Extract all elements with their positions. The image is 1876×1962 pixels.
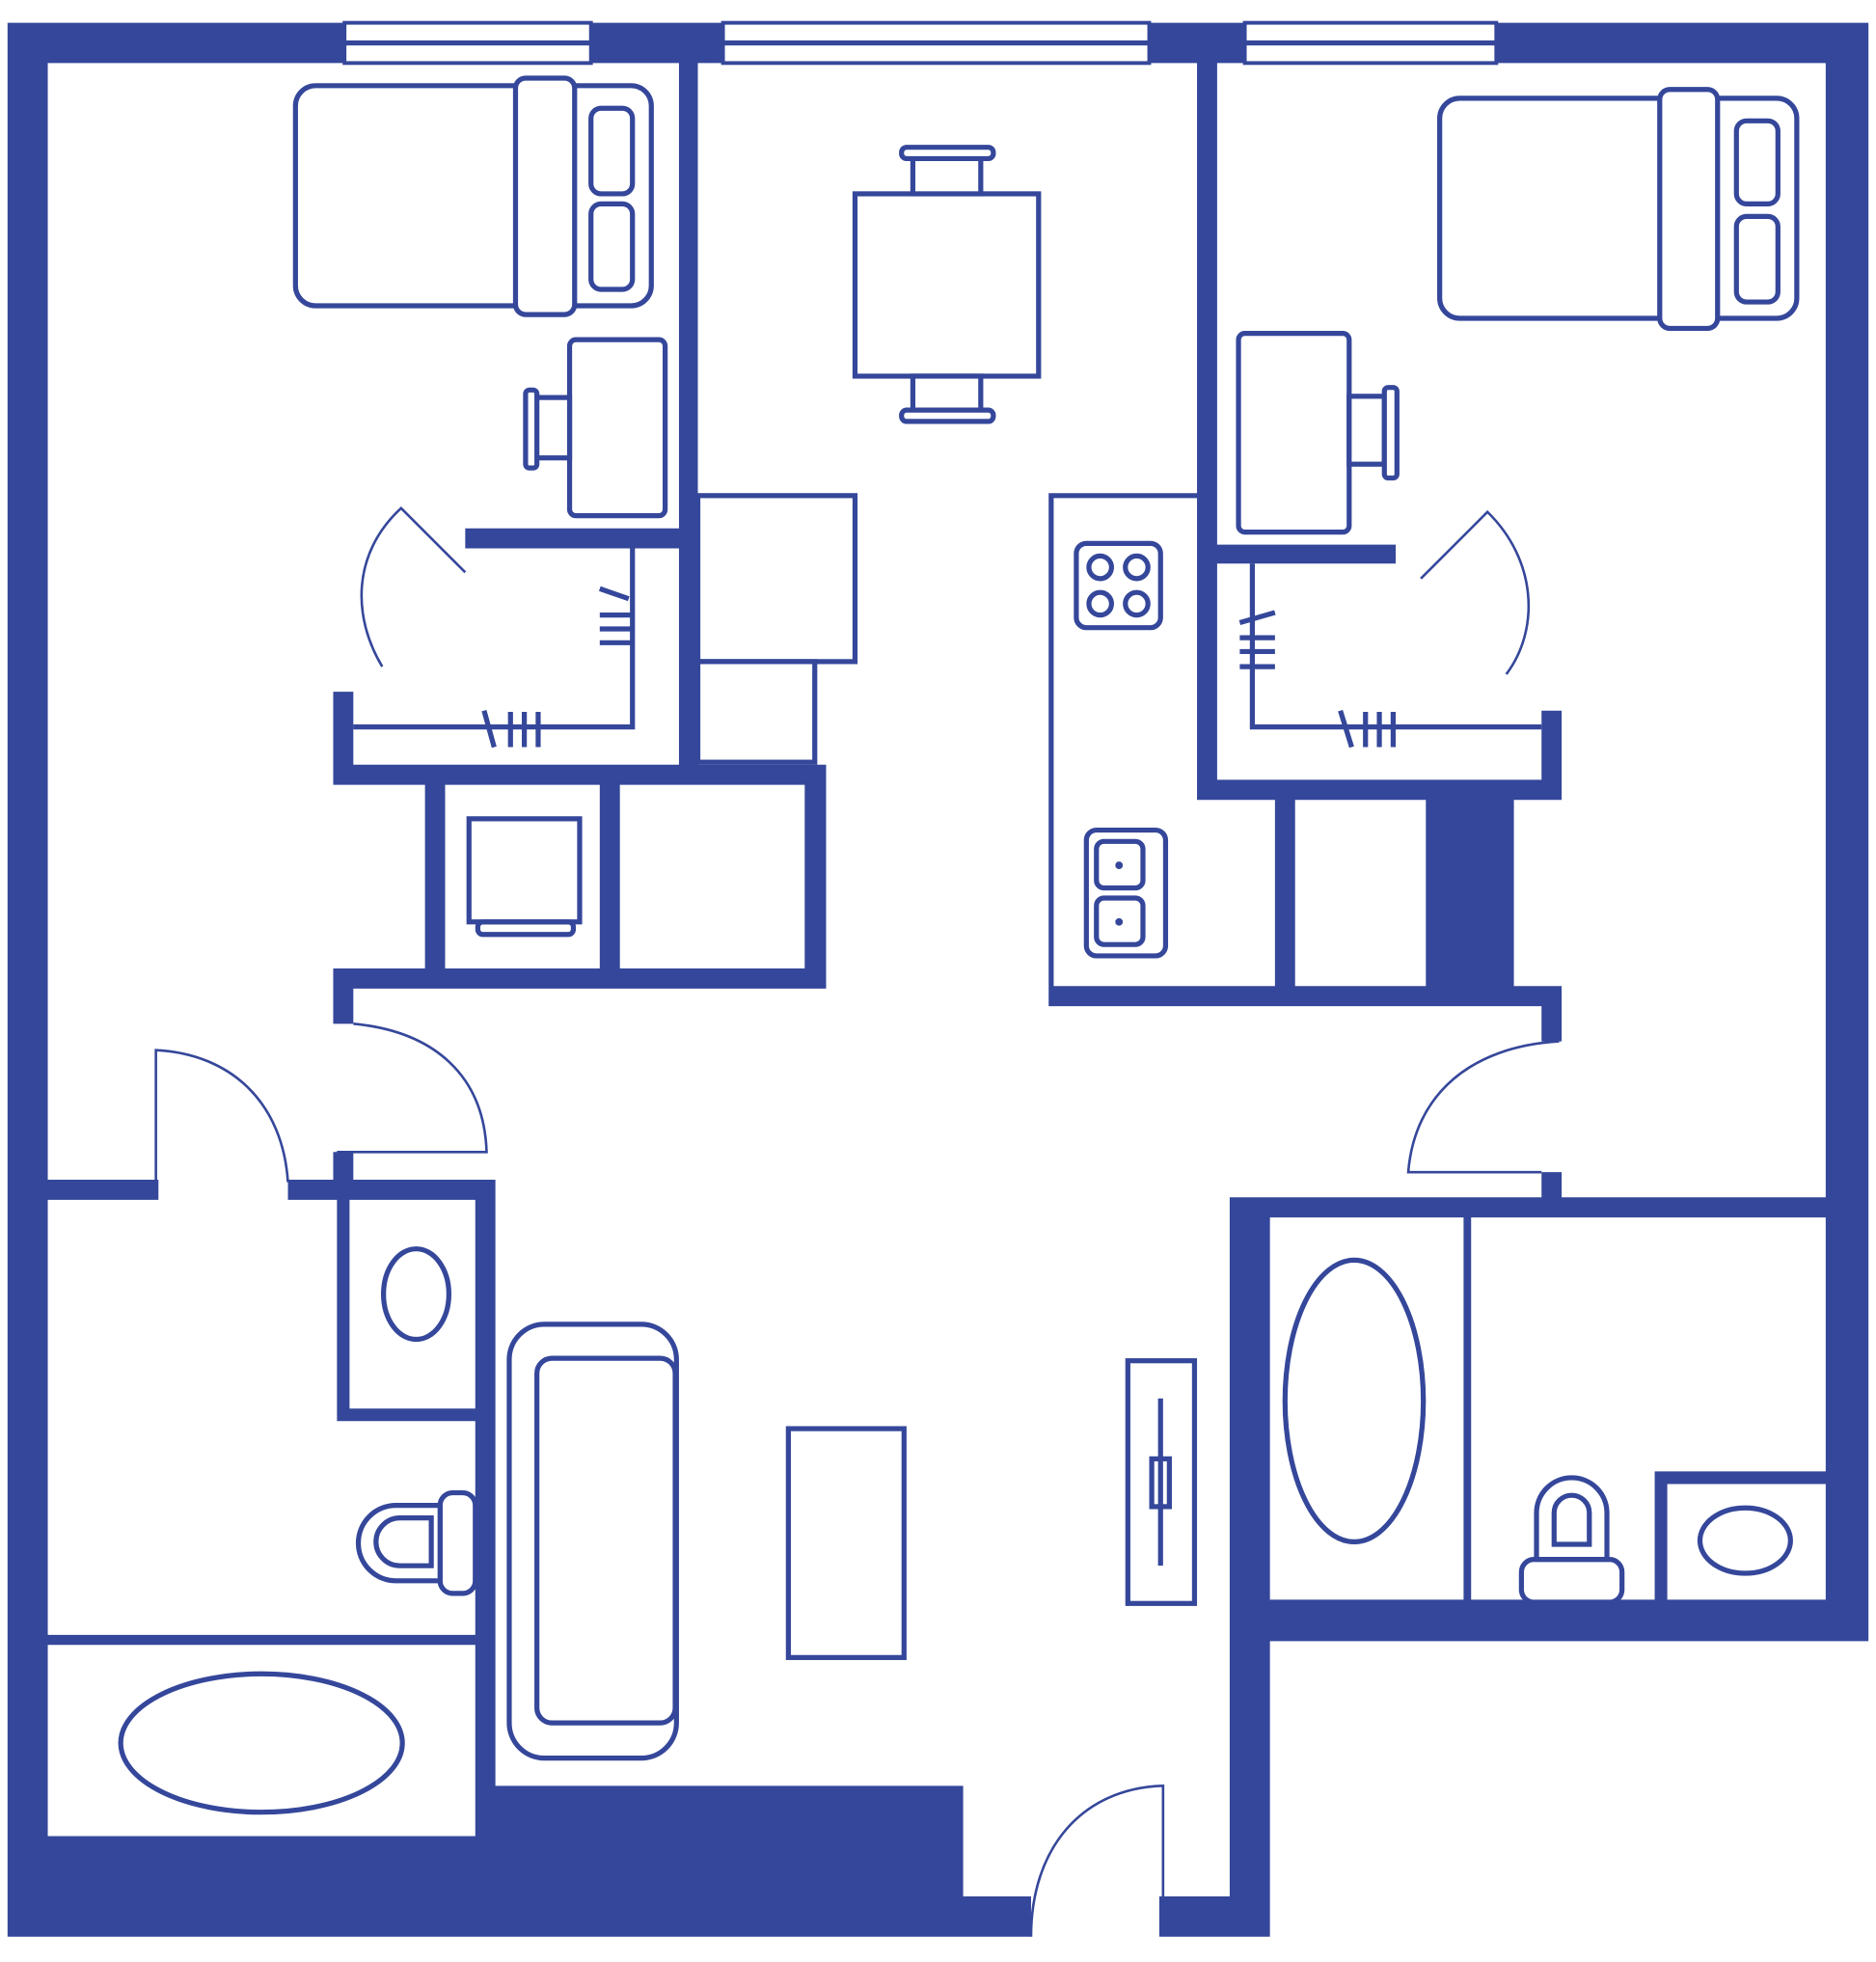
dining-table-icon	[852, 145, 1042, 424]
toilet-icon	[355, 1489, 478, 1596]
chair-icon	[532, 395, 573, 461]
walls	[7, 22, 1869, 1937]
bed-icon	[292, 75, 654, 317]
washer-icon	[466, 816, 583, 938]
stove-icon	[1074, 540, 1163, 631]
desk-icon	[523, 337, 668, 519]
wardrobe-icon	[1238, 509, 1542, 749]
sink-icon	[1083, 827, 1169, 959]
coffee-table-icon	[785, 1426, 907, 1660]
tv-stand-icon	[1125, 1358, 1198, 1606]
door-icon	[154, 1022, 1560, 1937]
washbasin-icon	[1697, 1505, 1793, 1576]
bathtub-icon	[118, 1671, 405, 1815]
sofa-icon	[506, 1322, 679, 1761]
chair-icon	[1346, 394, 1387, 467]
bathtub-icon	[1282, 1257, 1427, 1545]
wardrobe-icon	[353, 506, 636, 749]
windows	[342, 20, 1499, 66]
bed-icon	[1437, 87, 1800, 332]
toilet-icon	[1518, 1475, 1625, 1605]
washbasin-icon	[380, 1246, 451, 1343]
kitchen-cabinets	[694, 493, 858, 765]
desk-icon	[1236, 331, 1400, 535]
